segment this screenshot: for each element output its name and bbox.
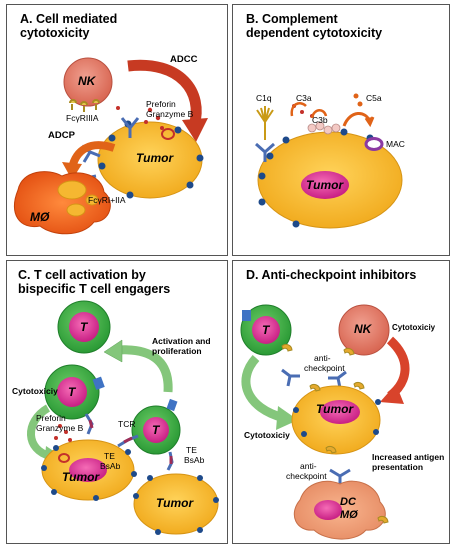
nk-label-d: NK <box>354 322 372 336</box>
granzyme-dots <box>54 424 72 442</box>
fcgr1-label: FcγRI+IIA <box>88 195 126 205</box>
dc-label: DC <box>340 496 356 508</box>
cytotoxicity-label-c: Cytotoxiciy <box>12 386 58 396</box>
checkpoint-label-top: checkpoint <box>304 363 345 373</box>
antigen-label: Increased antigen presentation <box>372 452 444 472</box>
t-cell-d <box>240 304 293 356</box>
t-label-c-top: T <box>80 320 88 334</box>
c3a-label: C3a <box>296 93 312 103</box>
panel-c-title: C. T cell activation by bispecific T cel… <box>18 268 170 296</box>
panel-a-title: A. Cell mediated cytotoxicity <box>20 12 117 40</box>
te-label-left: TE <box>104 451 115 461</box>
c1q-label: C1q <box>256 93 272 103</box>
tumor-label-b: Tumor <box>306 178 344 192</box>
t-cell-c-top <box>57 300 111 354</box>
antibody-icon <box>255 142 275 162</box>
adcp-arrow <box>62 141 116 180</box>
granzyme-label-c: Granzyme B <box>36 423 84 433</box>
granzyme-dots <box>116 106 164 130</box>
activation-arrow <box>103 339 173 393</box>
activation-label-line1: Activation and <box>152 336 211 346</box>
panel-a-title-line1: A. Cell mediated <box>20 12 118 26</box>
c3b-arrow <box>290 102 328 119</box>
mo-label-d: MØ <box>340 509 358 521</box>
bsab-label-right: BsAb <box>184 455 205 465</box>
tcr-label: TCR <box>118 419 136 429</box>
te-label-right: TE <box>186 445 197 455</box>
tumor-cell-a <box>97 120 204 199</box>
t-label-d: T <box>262 323 270 337</box>
granzyme-label-a: Granzyme B <box>146 109 194 119</box>
antigen-label-line1: Increased antigen <box>372 452 445 462</box>
nk-cell-a <box>63 57 113 107</box>
anti-label-top: anti- <box>314 353 331 363</box>
t-cell-c-mid <box>44 364 105 420</box>
t-label-c-right: T <box>152 423 160 437</box>
perforin-label-a: Preforin <box>146 99 176 109</box>
checkpoint-label-bottom: checkpoint <box>286 471 327 481</box>
panel-b-title-line1: B. Complement <box>246 12 338 26</box>
tumor-cell-d <box>291 381 381 455</box>
c1q-icon <box>256 106 274 140</box>
panel-c-title-line1: C. T cell activation by <box>18 268 146 282</box>
c5a-dots <box>353 93 363 107</box>
c5a-label: C5a <box>366 93 382 103</box>
panel-b-title: B. Complement dependent cytotoxicity <box>246 12 382 40</box>
antibody-icon <box>281 368 351 486</box>
activation-label-line2: proliferation <box>152 346 202 356</box>
cytotoxicity-label-d-bottom: Cytotoxiciy <box>244 430 290 440</box>
bsab-red-link <box>88 419 173 464</box>
c5a-arrow <box>342 112 375 128</box>
t-cell-c-right <box>131 398 181 455</box>
bsab-label-left: BsAb <box>100 461 121 471</box>
perforin-pore-icon <box>58 453 70 463</box>
fc-receptor-icon <box>69 99 100 112</box>
mo-label-a: MØ <box>30 210 50 224</box>
fcgr3a-label: FcγRIIIA <box>66 113 99 123</box>
adcc-arrow <box>127 59 208 142</box>
panel-d-title: D. Anti-checkpoint inhibitors <box>246 268 417 282</box>
tumor-label-c-left: Tumor <box>62 470 100 484</box>
antigen-label-line2: presentation <box>372 462 424 472</box>
dc-macrophage-d <box>293 480 389 540</box>
cytotoxicity-arrow-d-red <box>380 336 410 404</box>
anti-label-bottom: anti- <box>300 461 317 471</box>
c3b-label: C3b <box>312 115 328 125</box>
cytotoxicity-label-d-top: Cytotoxiciy <box>392 323 436 332</box>
nk-cell-d <box>338 304 390 356</box>
perforin-pore-icon <box>161 128 175 140</box>
panel-a-title-line2: cytotoxicity <box>20 26 90 40</box>
macrophage-a <box>13 171 111 235</box>
perforin-label-c: Preforin <box>36 413 66 423</box>
cytotoxicity-arrow-d-green <box>241 354 298 430</box>
nk-label-a: NK <box>78 74 96 88</box>
tumor-label-d: Tumor <box>316 402 354 416</box>
panel-c-title-line2: bispecific T cell engagers <box>18 282 171 296</box>
panel-b-title-line2: dependent cytotoxicity <box>246 26 383 40</box>
adcc-label: ADCC <box>170 54 198 65</box>
t-label-c-mid: T <box>68 385 76 399</box>
tumor-cell-c-right <box>133 473 219 535</box>
mac-pore-icon <box>364 137 384 151</box>
tumor-label-c-right: Tumor <box>156 496 194 510</box>
activation-label: Activation and proliferation <box>152 336 211 356</box>
mac-label: MAC <box>386 139 405 149</box>
c3b-complex-icon <box>307 121 341 135</box>
tumor-label-a: Tumor <box>136 151 174 165</box>
adcp-label: ADCP <box>48 130 75 141</box>
